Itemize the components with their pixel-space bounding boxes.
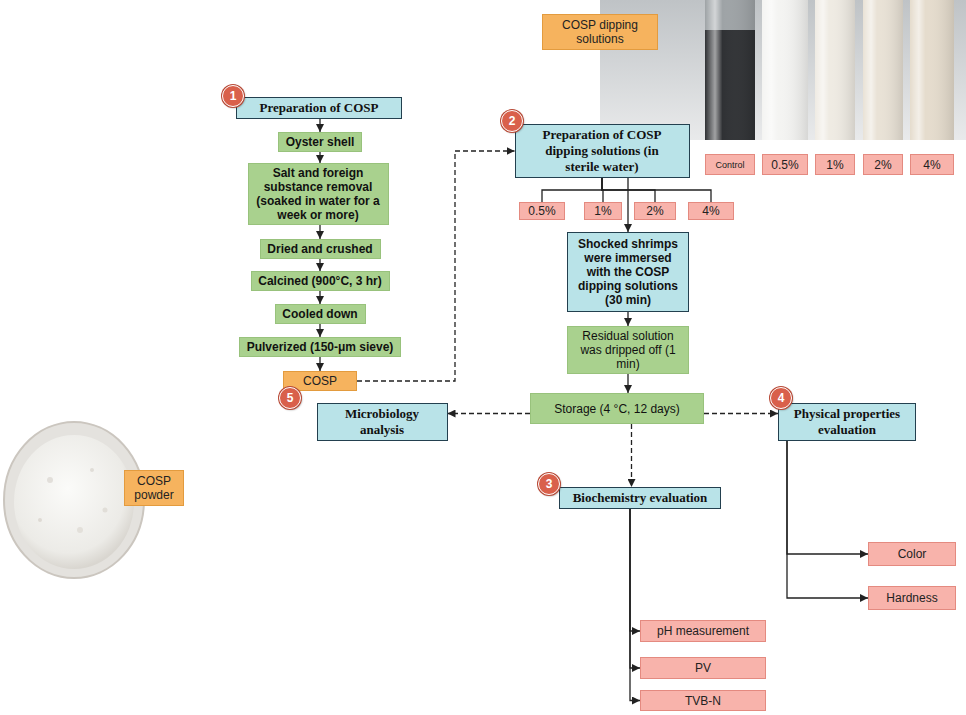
sample-box: 1% <box>584 202 622 220</box>
node-text: COSP dipping solutions <box>549 18 651 46</box>
process-box: Dried and crushed <box>260 239 381 259</box>
process-box: Salt and foreign substance removal (soak… <box>248 163 389 225</box>
label-box: COSP dipping solutions <box>542 14 658 50</box>
flow-arrow <box>627 312 628 326</box>
sample-box: 1% <box>815 154 855 175</box>
sample-box: 0.5% <box>519 202 565 220</box>
flow-arrow <box>787 441 868 598</box>
sample-box: Hardness <box>868 586 956 610</box>
node-text: Control <box>715 160 744 170</box>
process-box: Oyster shell <box>278 132 362 152</box>
node-text: Preparation of COSP dipping solutions (i… <box>528 127 677 175</box>
sample-box: 2% <box>634 202 676 220</box>
flow-arrow <box>787 441 868 554</box>
node-text: 4% <box>923 158 940 172</box>
dashed-arrow <box>704 413 778 414</box>
node-text: pH measurement <box>657 624 749 638</box>
callout-number: 3 <box>538 473 560 495</box>
dashed-arrow <box>631 424 632 487</box>
node-text: 2% <box>874 158 891 172</box>
flow-arrow <box>627 374 628 393</box>
callout-number: 4 <box>770 387 792 409</box>
node-text: COSP <box>303 374 337 388</box>
node-text: 1% <box>826 158 843 172</box>
node-text: Salt and foreign substance removal (soak… <box>255 166 382 222</box>
process-box: Residual solution was dripped off (1 min… <box>567 326 689 374</box>
node-text: Residual solution was dripped off (1 min… <box>573 329 683 371</box>
sample-box: TVB-N <box>640 690 766 711</box>
flow-arrow <box>542 178 602 202</box>
node-text: COSP powder <box>131 474 177 502</box>
process-box: Calcined (900°C, 3 hr) <box>251 271 390 291</box>
callout-number: 1 <box>222 85 244 107</box>
powder-photo <box>4 422 144 578</box>
flow-arrow <box>630 509 640 631</box>
process-box: Shocked shrimps were immersed with the C… <box>567 232 689 312</box>
node-text: Biochemistry evaluation <box>573 490 708 506</box>
node-text: TVB-N <box>685 694 721 708</box>
node-text: Dried and crushed <box>267 242 372 256</box>
node-text: 2% <box>646 204 663 218</box>
sample-box: 4% <box>910 154 954 175</box>
node-text: Microbiology analysis <box>330 406 435 438</box>
node-text: 4% <box>702 204 719 218</box>
process-box: Pulverized (150-μm sieve) <box>239 337 401 357</box>
flow-arrow <box>319 259 320 271</box>
flow-arrow <box>319 119 320 132</box>
flow-arrow <box>627 178 628 232</box>
node-text: Physical properties evaluation <box>791 406 903 438</box>
node-text: 0.5% <box>528 204 555 218</box>
node-text: 4 <box>778 391 785 405</box>
node-text: 0.5% <box>771 158 798 172</box>
node-text: 5 <box>287 391 294 405</box>
node-text: Preparation of COSP <box>260 100 379 116</box>
sample-box: Color <box>868 542 956 566</box>
section-box: Preparation of COSP <box>236 97 402 119</box>
flow-arrow <box>602 178 711 202</box>
node-text: Storage (4 °C, 12 days) <box>554 402 680 416</box>
node-text: Color <box>898 547 927 561</box>
node-text: Calcined (900°C, 3 hr) <box>258 274 382 288</box>
sample-box: 4% <box>688 202 734 220</box>
flow-arrow <box>319 291 320 304</box>
section-box: Biochemistry evaluation <box>559 487 721 509</box>
section-box: Physical properties evaluation <box>778 403 916 441</box>
flow-arrow <box>630 509 640 701</box>
sample-box: 0.5% <box>762 154 808 175</box>
node-text: Hardness <box>886 591 937 605</box>
flow-arrow <box>319 324 320 337</box>
sample-box: Control <box>705 154 755 175</box>
callout-number: 2 <box>501 110 523 132</box>
node-text: PV <box>695 661 711 675</box>
flow-arrow <box>319 357 320 371</box>
flow-arrow <box>319 152 320 163</box>
section-box: Microbiology analysis <box>317 403 448 441</box>
process-box: Storage (4 °C, 12 days) <box>530 393 704 424</box>
sample-box: pH measurement <box>640 620 766 642</box>
flow-arrow <box>630 509 640 668</box>
label-box: COSP powder <box>124 470 184 506</box>
section-box: Preparation of COSP dipping solutions (i… <box>515 124 690 178</box>
node-text: 2 <box>509 114 516 128</box>
callout-number: 5 <box>279 387 301 409</box>
flow-arrow <box>319 225 320 239</box>
node-text: Oyster shell <box>286 135 355 149</box>
process-box: Cooled down <box>275 304 366 324</box>
sample-box: PV <box>640 657 766 679</box>
node-text: Pulverized (150-μm sieve) <box>247 340 394 354</box>
node-text: 3 <box>546 477 553 491</box>
node-text: Shocked shrimps were immersed with the C… <box>573 237 683 307</box>
dashed-arrow <box>448 413 531 414</box>
node-text: 1 <box>230 89 237 103</box>
node-text: Cooled down <box>282 307 357 321</box>
node-text: 1% <box>594 204 611 218</box>
sample-box: 2% <box>863 154 903 175</box>
